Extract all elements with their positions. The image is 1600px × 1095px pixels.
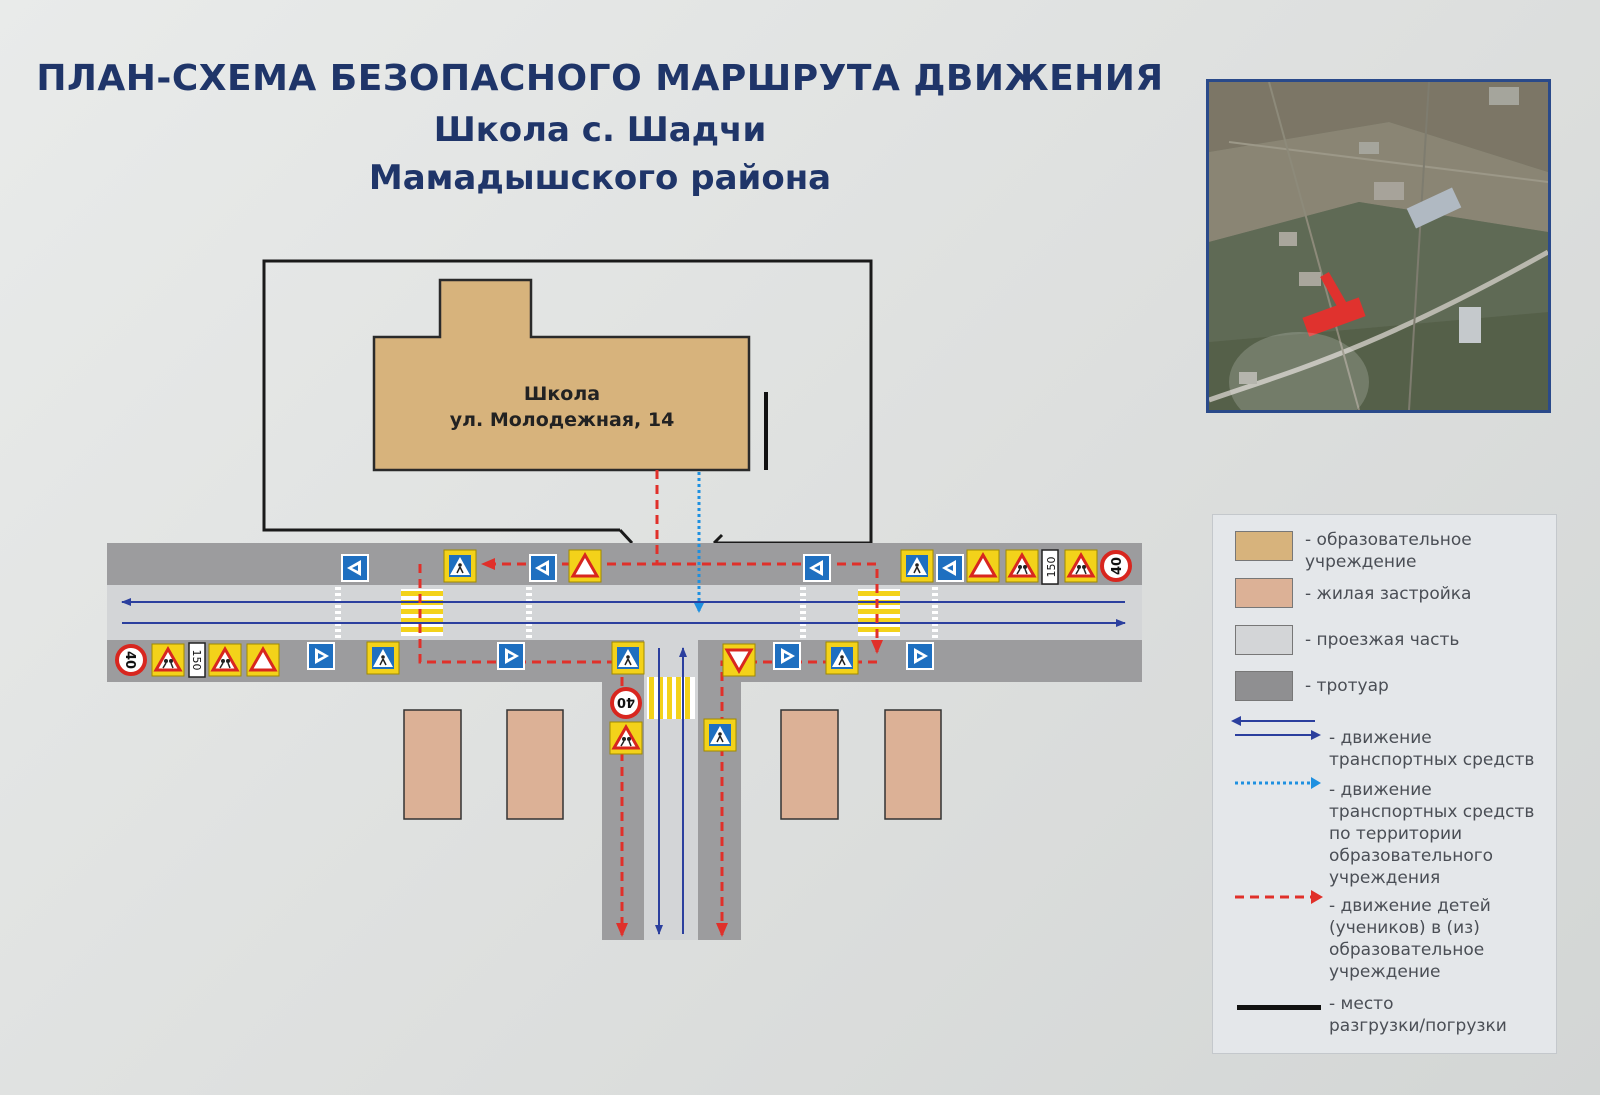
roadway-horizontal [107,585,1142,640]
speed-limit-south-text: 40 [617,694,635,709]
speed-limit-sign-south: 40 [610,687,642,719]
residential-house-4 [884,709,942,820]
legend-loading-bar [1237,1005,1321,1010]
fence-gate-left [618,528,634,545]
residential-house-1 [403,709,462,820]
school-name: Школа [524,383,600,405]
legend-label-roadway: - проезжая часть [1305,630,1460,650]
residential-house-2 [506,709,564,820]
residential-house-3 [780,709,839,820]
children-warning-sign-5 [150,642,186,678]
speed-limit-sign-east: 40 [1100,550,1132,582]
crosswalk-east [858,589,900,636]
speed-limit-west-text: 40 [122,651,137,669]
school-building [372,278,751,472]
distance-plate-north-text: 150 [1045,557,1058,578]
crosswalk-west [401,589,443,636]
children-warning-sign-3 [1004,548,1040,584]
legend-label-residential: - жилая застройка [1305,584,1472,604]
page-subtitle-school: Школа с. Шадчи [433,110,767,150]
legend-vehicle-arrows [1231,716,1321,740]
children-warning-sign-4 [1063,548,1099,584]
children-warning-sign-7 [366,641,400,675]
legend-swatch-educational [1235,531,1293,561]
crosswalk-sign-blue-8 [906,642,934,670]
crosswalk-south [647,677,695,719]
crosswalk-sign-blue-4 [936,554,964,582]
crosswalk-sign-blue-7 [773,642,801,670]
route-diagram: Школа ул. Молодежная, 14 [107,259,1142,940]
children-warning-sign-6 [207,642,243,678]
legend-panel: - образовательное учреждение - жилая зас… [1212,514,1557,1054]
crosswalk-sign-blue-2 [529,554,557,582]
crosswalk-sign-blue-3 [803,554,831,582]
legend-territory-arrow [1235,777,1321,789]
fence-gate-right [712,533,724,545]
speed-limit-east-text: 40 [1110,557,1125,575]
distance-plate-south-text: 150 [190,650,203,671]
legend-swatch-residential [1235,578,1293,608]
legend-label-sidewalk: - тротуар [1305,676,1389,696]
page-subtitle-district: Мамадышского района [368,158,832,198]
warning-triangle-sign-2 [965,548,1001,584]
crosswalk-sign-blue-5 [307,642,335,670]
page-title: ПЛАН-СХЕМА БЕЗОПАСНОГО МАРШРУТА ДВИЖЕНИЯ [36,58,1164,99]
children-warning-sign-1 [443,549,477,583]
legend-children-arrow [1235,890,1323,904]
children-warning-sign-9 [825,641,859,675]
legend-label-children: - движение детей (учеников) в (из) образ… [1329,896,1491,982]
speed-limit-sign-west: 40 [115,644,147,676]
warning-triangle-sign-3 [245,642,281,678]
distance-plate-north: 150 [1041,549,1059,585]
satellite-photo [1206,79,1551,413]
children-warning-sign-10 [608,720,644,756]
warning-triangle-sign-4 [721,642,757,678]
crosswalk-sign-blue-1 [341,554,369,582]
legend-swatch-roadway [1235,625,1293,655]
legend-label-loading: - место разгрузки/погрузки [1329,994,1507,1036]
legend-label-vehicle-traffic: - движение транспортных средств [1329,728,1535,770]
children-warning-sign-8 [611,641,645,675]
warning-triangle-sign-1 [567,548,603,584]
crosswalk-sign-blue-6 [497,642,525,670]
legend-label-educational: - образовательное учреждение [1305,530,1472,572]
legend-swatch-sidewalk [1235,671,1293,701]
crosswalk-sign-vertical [703,718,737,752]
distance-plate-south: 150 [188,642,206,678]
school-address: ул. Молодежная, 14 [450,409,675,431]
legend-label-territory-vehicle: - движение транспортных средств по терри… [1329,780,1535,888]
children-warning-sign-2 [900,549,934,583]
satellite-photo-drawing [1209,82,1548,410]
sidewalk-east-vertical [698,640,741,940]
